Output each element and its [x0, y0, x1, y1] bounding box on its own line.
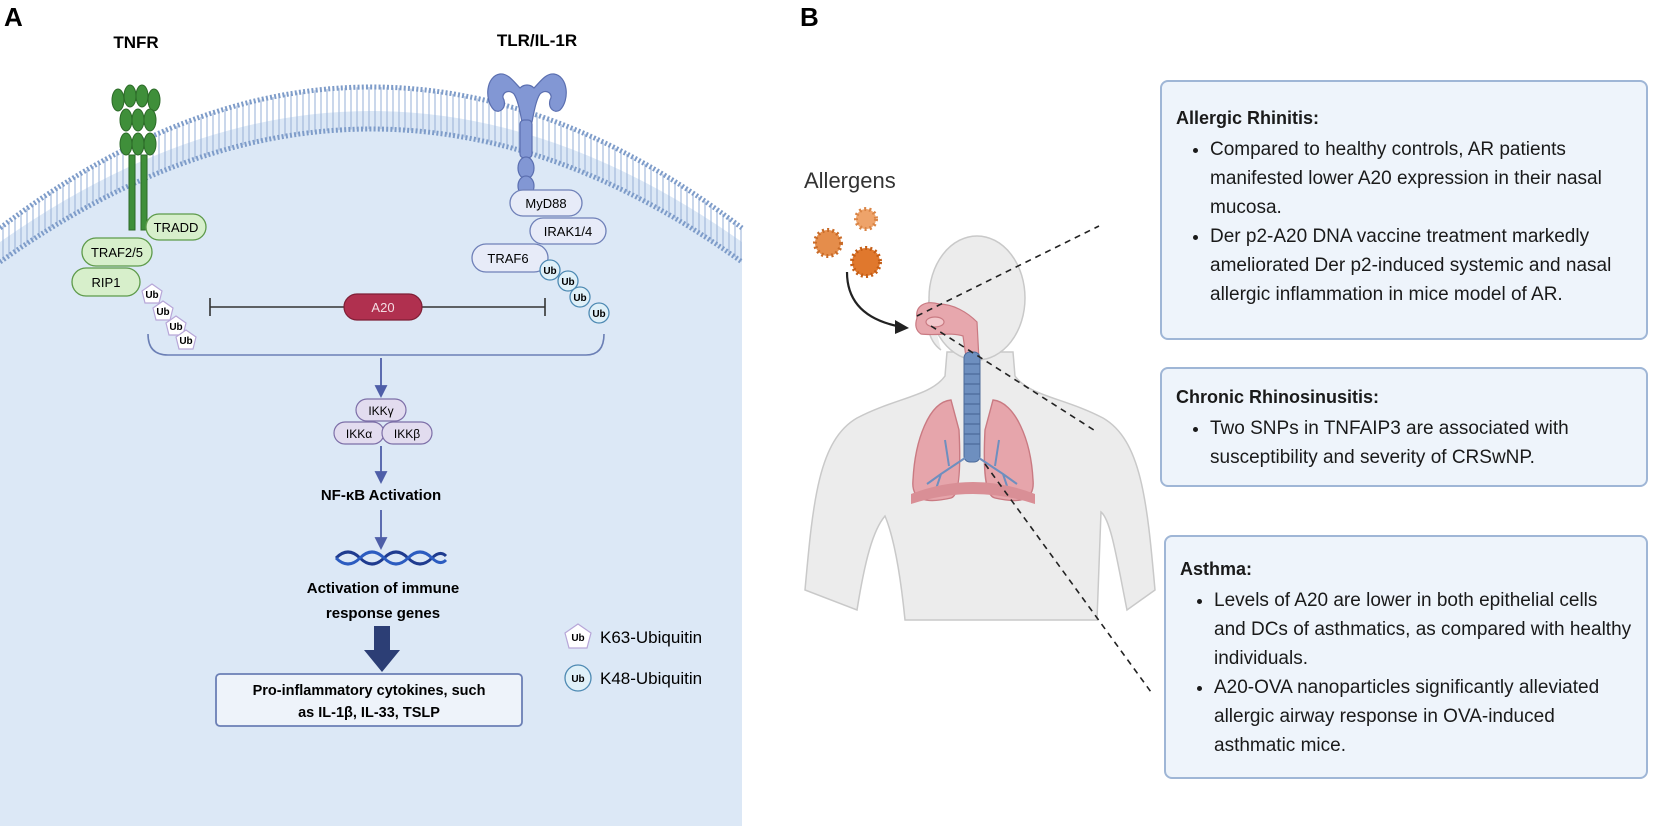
allergens-label: Allergens: [804, 168, 896, 193]
k48-ub-3-label: Ub: [573, 293, 586, 304]
k48-ub-4-label: Ub: [592, 309, 605, 320]
ikk-alpha-label: IKKα: [346, 427, 372, 441]
k63-legend-icon: [564, 623, 592, 649]
k63-ub-3-label: Ub: [169, 322, 182, 333]
k63-ub-3: [165, 315, 187, 336]
k48-ub-2-label: Ub: [561, 277, 574, 288]
tnfr-title: TNFR: [113, 33, 158, 52]
genes-label-1: Activation of immune: [307, 580, 460, 597]
k63-ub-2-label: Ub: [156, 307, 169, 318]
ikk-beta-label: IKKβ: [394, 427, 420, 441]
myd88-label: MyD88: [525, 196, 566, 211]
lungs: [912, 399, 1034, 502]
cytokines-label-2: as IL-1β, IL-33, TSLP: [298, 705, 440, 721]
irak-protein: [529, 217, 607, 245]
a20-label: A20: [371, 300, 394, 315]
allergic-rhinitis-box: Allergic Rhinitis: Compared to healthy c…: [1160, 80, 1648, 340]
ar-bullet-1: Compared to healthy controls, AR patient…: [1210, 135, 1632, 222]
k48-legend-ub: Ub: [571, 674, 584, 685]
ar-title: Allergic Rhinitis:: [1176, 108, 1320, 128]
panel-a-letter: A: [4, 2, 23, 32]
asthma-bullet-1: Levels of A20 are lower in both epitheli…: [1214, 586, 1632, 673]
k48-legend-icon: [564, 664, 592, 692]
k63-legend-label: K63-Ubiquitin: [600, 628, 702, 647]
k48-ub-1: [539, 259, 561, 281]
rip1-label: RIP1: [92, 275, 121, 290]
ar-bullet-2: Der p2-A20 DNA vaccine treatment markedl…: [1210, 222, 1632, 309]
connector-ar: [916, 225, 1100, 317]
panel-a-diagram: TRADD TRAF2/5 RIP1 Ub Ub Ub Ub MyD88 IRA…: [0, 2, 744, 826]
crs-title: Chronic Rhinosinusitis:: [1176, 387, 1380, 407]
cytokines-box: [215, 673, 523, 727]
k63-ub-2: [152, 300, 174, 321]
irak-label: IRAK1/4: [544, 224, 592, 239]
inhalation-arrow: [845, 271, 898, 328]
cytokines-label-1: Pro-inflammatory cytokines, such: [253, 683, 486, 699]
k63-legend-ub: Ub: [571, 633, 584, 644]
dna-icon: [334, 550, 448, 566]
k48-ub-1-label: Ub: [543, 266, 556, 277]
k48-ub-2: [557, 270, 579, 292]
traf25-protein: [81, 237, 153, 267]
k63-ub-1: [141, 283, 163, 304]
crs-bullet-1: Two SNPs in TNFAIP3 are associated with …: [1210, 414, 1632, 472]
big-down-arrow: [364, 626, 400, 672]
connector-asthma: [984, 463, 1152, 693]
ikk-beta: [381, 421, 433, 445]
nfkb-label: NF-κB Activation: [321, 487, 441, 504]
tlr-title: TLR/IL-1R: [497, 31, 577, 50]
tradd-protein: [145, 213, 207, 241]
cell-interior: [0, 111, 742, 826]
rip1-protein: [71, 267, 141, 297]
a20-protein: [343, 293, 423, 321]
ikk-gamma-label: IKKγ: [368, 404, 393, 418]
traf25-label: TRAF2/5: [91, 245, 143, 260]
allergen-particles: [813, 207, 882, 278]
chronic-rhinosinusitis-box: Chronic Rhinosinusitis: Two SNPs in TNFA…: [1160, 367, 1648, 487]
k48-legend-label: K48-Ubiquitin: [600, 669, 702, 688]
asthma-box: Asthma: Levels of A20 are lower in both …: [1164, 535, 1648, 779]
k63-ub-4-label: Ub: [179, 336, 192, 347]
traf6-label: TRAF6: [487, 251, 528, 266]
myd88-protein: [509, 189, 583, 217]
trachea: [963, 351, 981, 463]
complex-bracket: [147, 333, 605, 356]
panel-b-letter: B: [800, 2, 819, 32]
nasal-cavity: [915, 302, 980, 365]
k48-ub-4: [588, 302, 610, 324]
k63-ub-4: [175, 329, 197, 350]
tnfr-receptor: [111, 84, 161, 231]
panel-b-diagram: B Allergens: [800, 2, 1156, 693]
traf6-protein: [471, 243, 549, 273]
ikk-gamma: [355, 398, 407, 422]
asthma-bullet-2: A20-OVA nanoparticles significantly alle…: [1214, 673, 1632, 760]
k48-ub-3: [569, 286, 591, 308]
diaphragm: [911, 482, 1035, 504]
genes-label-2: response genes: [326, 605, 440, 622]
tradd-label: TRADD: [154, 220, 199, 235]
k63-ub-1-label: Ub: [145, 290, 158, 301]
cell-membrane: [0, 87, 742, 262]
asthma-title: Asthma:: [1180, 559, 1253, 579]
